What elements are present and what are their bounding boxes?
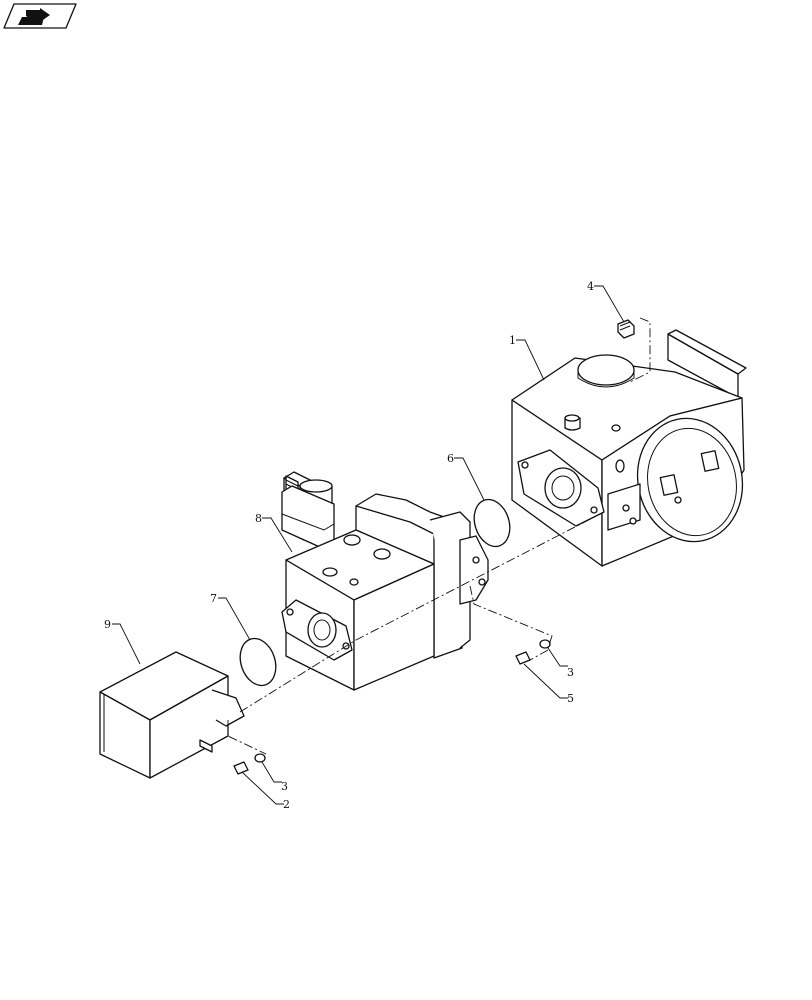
- part-5-bolt: [515, 651, 531, 665]
- callout-3-upper: 3: [547, 647, 574, 679]
- part-3-washer-lower: [254, 753, 266, 763]
- assembly-centerlines: [227, 317, 651, 755]
- svg-text:5: 5: [567, 692, 574, 705]
- part-6-o-ring: [473, 498, 511, 548]
- svg-text:9: 9: [104, 618, 111, 631]
- nav-arrow-icon[interactable]: [3, 3, 77, 29]
- callout-9: 9: [104, 618, 141, 665]
- svg-text:3: 3: [281, 780, 288, 793]
- part-4-plug: [617, 319, 635, 339]
- svg-text:4: 4: [587, 280, 594, 293]
- part-9-cover: [99, 651, 245, 779]
- part-8-pump-body: [281, 471, 489, 691]
- callout-2: 2: [241, 771, 290, 811]
- part-1-housing: [511, 329, 747, 567]
- svg-text:1: 1: [509, 334, 516, 347]
- callout-5: 5: [523, 663, 574, 705]
- svg-text:2: 2: [283, 798, 290, 811]
- svg-text:6: 6: [447, 452, 454, 465]
- svg-text:7: 7: [210, 592, 217, 605]
- callout-4: 4: [587, 280, 625, 323]
- callout-7: 7: [210, 592, 251, 641]
- callout-8: 8: [255, 512, 293, 553]
- svg-text:8: 8: [255, 512, 262, 525]
- svg-text:3: 3: [567, 666, 574, 679]
- callout-6: 6: [447, 452, 485, 501]
- callout-1: 1: [509, 334, 545, 381]
- part-3-washer-upper: [539, 639, 551, 649]
- part-2-bolt: [233, 761, 249, 775]
- callout-3-lower: 3: [261, 761, 288, 793]
- part-7-o-ring: [239, 637, 277, 687]
